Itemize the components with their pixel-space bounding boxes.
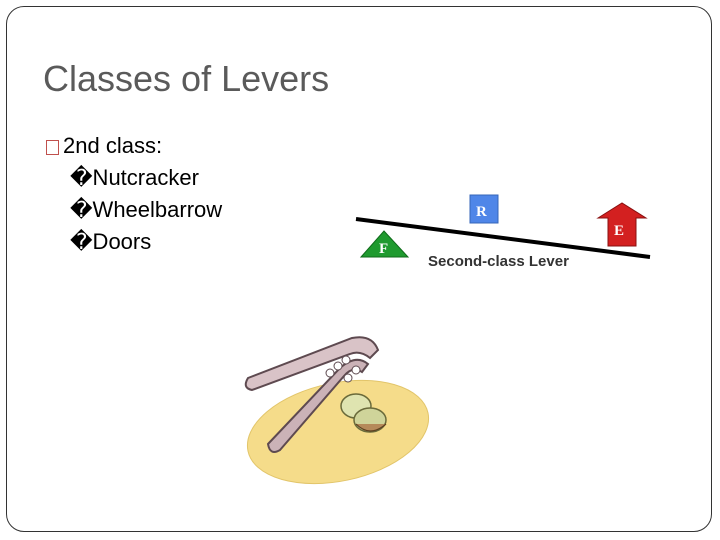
effort-arrow-icon: E [598, 203, 646, 246]
resistance-icon: R [470, 195, 498, 223]
nutcracker-clipart [238, 337, 438, 499]
fulcrum-label: F [379, 241, 388, 257]
fulcrum-icon: F [361, 231, 408, 257]
lever-caption: Second-class Lever [428, 253, 569, 270]
lever-diagram: F R E Second-class Lever [356, 195, 650, 270]
effort-label: E [614, 223, 624, 239]
resistance-label: R [476, 204, 487, 220]
